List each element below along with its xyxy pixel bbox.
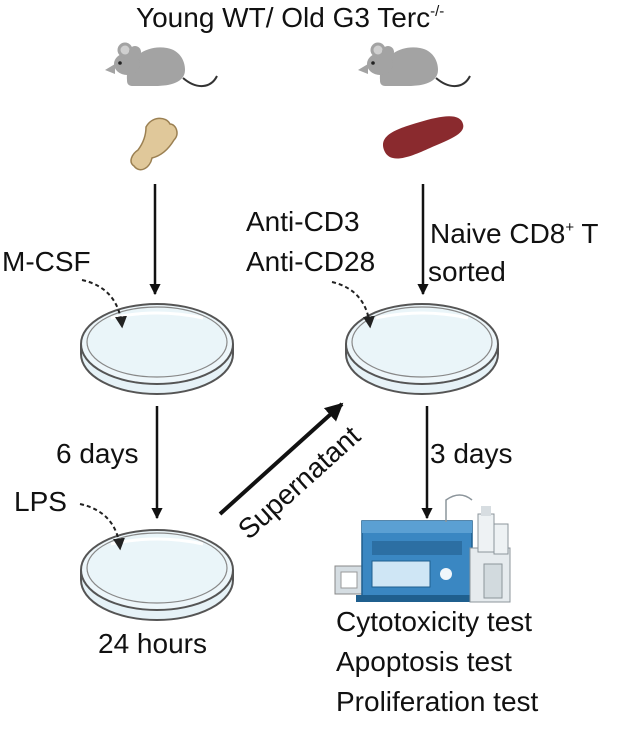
spleen-icon bbox=[382, 116, 464, 159]
label-naive-cd8: Naive CD8+ T bbox=[430, 218, 599, 250]
naive-cd8-main: Naive CD8 bbox=[430, 218, 566, 249]
dashed-arrow-lps bbox=[79, 503, 125, 551]
petri-dish-icon bbox=[79, 528, 235, 622]
arrow-supernatant bbox=[218, 402, 344, 516]
label-24-hours: 24 hours bbox=[98, 628, 207, 659]
title-superscript: -/- bbox=[430, 3, 445, 20]
test-cytotoxicity: Cytotoxicity test bbox=[336, 606, 533, 637]
naive-cd8-tail: T bbox=[574, 218, 599, 249]
mouse-icon bbox=[357, 41, 471, 88]
dashed-arrow-anti-cd bbox=[331, 281, 375, 329]
bone-icon bbox=[130, 117, 178, 171]
lab-analyzer-icon bbox=[334, 494, 511, 603]
title-main: Young WT/ Old G3 Terc bbox=[136, 2, 431, 33]
dashed-arrow-m-csf bbox=[81, 279, 127, 329]
petri-dish-icon bbox=[344, 302, 500, 396]
petri-dish-icon bbox=[79, 302, 235, 396]
label-6-days: 6 days bbox=[56, 438, 139, 469]
diagram-title: Young WT/ Old G3 Terc-/- bbox=[136, 2, 444, 34]
label-m-csf: M-CSF bbox=[2, 246, 91, 277]
test-apoptosis: Apoptosis test bbox=[336, 646, 512, 677]
label-3-days: 3 days bbox=[430, 438, 513, 469]
label-anti-cd28: Anti-CD28 bbox=[246, 246, 376, 277]
label-lps: LPS bbox=[14, 486, 67, 517]
label-sorted: sorted bbox=[428, 256, 506, 287]
naive-cd8-superscript: + bbox=[565, 219, 575, 236]
label-anti-cd3: Anti-CD3 bbox=[246, 206, 360, 237]
mouse-icon bbox=[104, 41, 218, 88]
test-proliferation: Proliferation test bbox=[336, 686, 539, 717]
